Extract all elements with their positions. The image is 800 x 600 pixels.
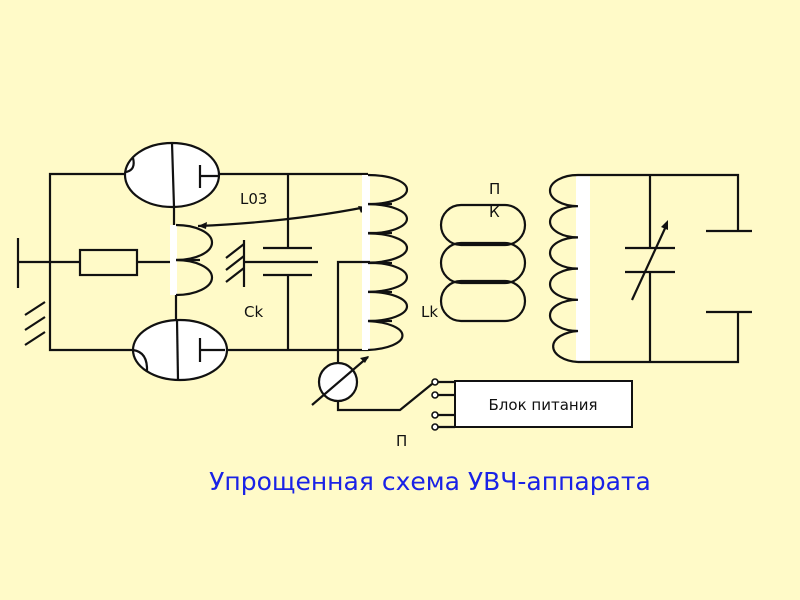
power-block-label: Блок питания: [489, 396, 598, 414]
label-l03: L03: [240, 190, 267, 208]
diagram-title: Упрощенная схема УВЧ-аппарата: [209, 467, 651, 496]
power-block: Блок питания: [454, 380, 633, 428]
switch-contacts: [431, 378, 455, 431]
label-pk-top: П: [489, 180, 500, 198]
coil-therapeutic-circuit: [548, 173, 740, 364]
ground-icon: [16, 238, 80, 346]
meter: [311, 260, 433, 412]
label-lk: Lk: [421, 303, 438, 321]
electrode-plates: [706, 229, 752, 314]
vacuum-tube-top: [123, 141, 221, 209]
variable-capacitor: [625, 220, 675, 301]
mutual-induction-arrow: [197, 205, 367, 229]
label-switch: П: [396, 432, 407, 450]
capacitor-ck: [225, 240, 312, 287]
resistor: [78, 248, 176, 277]
label-ck: Ck: [244, 303, 263, 321]
coil-patient: [439, 203, 527, 323]
generator-wires: [48, 172, 368, 352]
coil-l03: [170, 223, 214, 297]
label-pk-bottom: К: [489, 203, 500, 221]
vacuum-tube-bottom: [131, 318, 229, 382]
